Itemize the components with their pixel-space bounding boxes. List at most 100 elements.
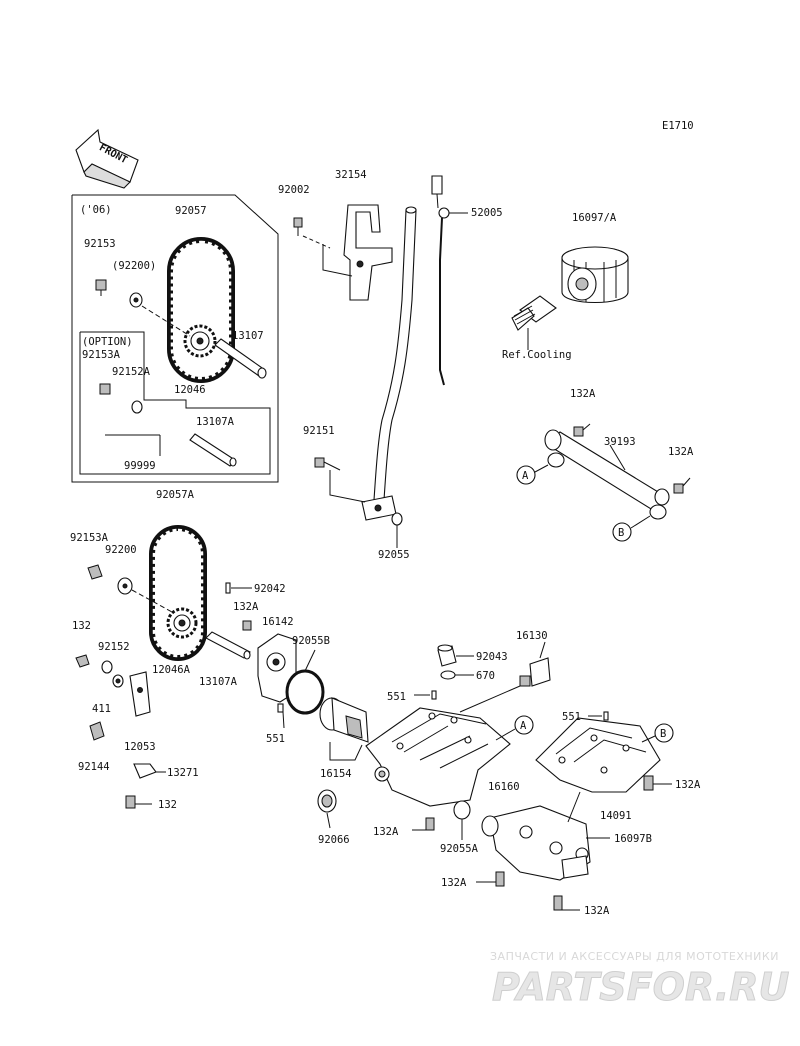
bolt-92153 — [95, 279, 107, 296]
ref-circle-b-cover: B — [641, 723, 674, 743]
label-92002: 92002 — [278, 184, 310, 196]
label-92055A: 92055A — [440, 843, 479, 855]
label-16130: 16130 — [516, 630, 548, 642]
timing-chain-92057A — [149, 525, 207, 661]
pin-551-center — [414, 690, 437, 700]
bolt-132 — [75, 654, 90, 668]
washer-92152A — [131, 400, 143, 414]
oring-670 — [440, 670, 474, 680]
bolt-92153A-top — [99, 383, 111, 395]
label-132-b: 132 — [158, 799, 177, 811]
option-label: (OPTION) — [82, 336, 133, 348]
bracket-32154 — [343, 204, 393, 301]
label-670: 670 — [476, 670, 495, 682]
seal-92066 — [317, 789, 337, 829]
ref-a-label: A — [522, 470, 529, 482]
plate-13271 — [133, 763, 166, 779]
ref-b-cover-label: B — [660, 728, 666, 740]
label-132A-2: 132A — [668, 446, 694, 458]
switch-16130 — [459, 641, 551, 713]
label-92153A-top: 92153A — [82, 349, 121, 361]
diagram-code: E1710 — [662, 120, 694, 132]
label-551-c: 551 — [562, 711, 581, 723]
timing-chain-06 — [167, 237, 235, 383]
label-92153A: 92153A — [70, 532, 109, 544]
label-411: 411 — [92, 703, 111, 715]
year-box-label: ('06) — [80, 204, 112, 216]
label-132A-3: 132A — [233, 601, 259, 613]
oring-92055 — [391, 512, 403, 548]
sprocket-06 — [183, 324, 217, 358]
label-92151: 92151 — [303, 425, 335, 437]
label-13107A-top: 13107A — [196, 416, 235, 428]
label-14091: 14091 — [600, 810, 632, 822]
dipstick-52005 — [431, 175, 468, 386]
pin-551-left — [277, 703, 285, 729]
oil-pan-16160 — [365, 707, 511, 807]
washer-92200 — [117, 577, 133, 595]
ref-circle-a-top: A — [516, 464, 549, 485]
shaft-13107A-top — [189, 433, 237, 467]
label-92200: 92200 — [105, 544, 137, 556]
part-labels: 92057 92153 (92200) 13107 12046 92153A 9… — [70, 169, 701, 917]
label-132A-6: 132A — [441, 877, 467, 889]
bolt-92153A — [87, 564, 103, 580]
bolt-132A-housing-left — [476, 871, 505, 887]
label-13107: 13107 — [232, 330, 264, 342]
label-39193: 39193 — [604, 436, 636, 448]
bolt-92002 — [293, 217, 303, 236]
ref-circle-b-top: B — [612, 515, 651, 542]
shaft-13107A — [205, 631, 251, 660]
filter-housing-16097B — [481, 805, 610, 881]
guide-12053 — [129, 671, 151, 717]
washer-92200-paren — [129, 292, 143, 308]
ref-circle-a-pan: A — [495, 715, 534, 741]
label-92144: 92144 — [78, 761, 110, 773]
pipe-39193 — [544, 429, 670, 520]
label-92042: 92042 — [254, 583, 286, 595]
oil-pickup-tube — [361, 206, 417, 521]
label-132A-5: 132A — [373, 826, 399, 838]
ref-cooling-label: Ref.Cooling — [502, 349, 572, 361]
label-92055: 92055 — [378, 549, 410, 561]
pin-92042 — [225, 582, 252, 594]
label-99999: 99999 — [124, 460, 156, 472]
label-12053: 12053 — [124, 741, 156, 753]
bolt-92144 — [89, 721, 105, 741]
label-13107A: 13107A — [199, 676, 238, 688]
label-132A-7: 132A — [584, 905, 610, 917]
label-16097A: 16097/A — [572, 212, 617, 224]
label-92055B: 92055B — [292, 635, 330, 647]
label-16154: 16154 — [320, 768, 352, 780]
strainer-16154 — [319, 697, 369, 761]
cover-14091 — [535, 717, 661, 793]
oil-filter-16097A — [561, 246, 629, 304]
bolt-92151 — [314, 457, 341, 471]
label-551-a: 551 — [266, 733, 285, 745]
watermark: ЗАПЧАСТИ И АКСЕССУАРЫ ДЛЯ МОТОТЕХНИКИ PA… — [490, 950, 790, 1010]
label-551-b: 551 — [387, 691, 406, 703]
watermark-tagline: ЗАПЧАСТИ И АКСЕССУАРЫ ДЛЯ МОТОТЕХНИКИ — [490, 950, 779, 963]
label-16097B: 16097B — [614, 833, 652, 845]
sprocket-12046A — [166, 607, 198, 639]
watermark-brand: PARTSFOR.RU — [492, 965, 790, 1009]
year-06-box: ('06) — [71, 194, 279, 483]
bolt-132A-housing-bottom — [553, 895, 580, 911]
label-16142: 16142 — [262, 616, 294, 628]
shaft-13107 — [214, 338, 267, 379]
ref-a-pan-label: A — [520, 720, 527, 732]
label-92057: 92057 — [175, 205, 207, 217]
label-12046A: 12046A — [152, 664, 191, 676]
label-16160: 16160 — [488, 781, 520, 793]
oring-92055A — [453, 800, 471, 840]
fitting-92043 — [437, 644, 474, 667]
filter-fitting — [511, 295, 557, 350]
label-132A-1: 132A — [570, 388, 596, 400]
label-13271: 13271 — [167, 767, 199, 779]
bolt-132A-cover — [643, 775, 672, 791]
washer-411 — [112, 674, 124, 688]
label-92152: 92152 — [98, 641, 130, 653]
label-92153: 92153 — [84, 238, 116, 250]
label-92043: 92043 — [476, 651, 508, 663]
